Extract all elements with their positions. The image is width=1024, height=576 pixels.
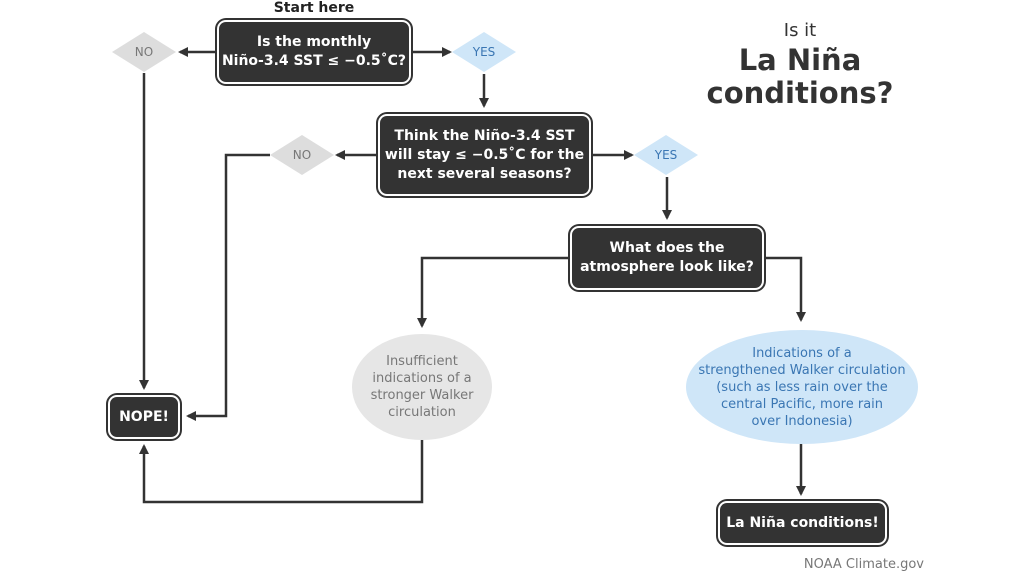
title-main-line2: conditions? <box>706 76 894 110</box>
credit-text: NOAA Climate.gov <box>803 557 924 572</box>
question-atmosphere-text: What does the atmosphere look like? <box>580 240 754 275</box>
page-title: Is it La Niña conditions? <box>700 18 900 110</box>
insufficient-walker-text: Insufficient indications of a stronger W… <box>370 354 474 420</box>
arrow-no2-to-nope <box>186 153 270 421</box>
strengthened-walker-node: Indications of a strengthened Walker cir… <box>686 330 918 444</box>
la-nina-outcome-text: La Niña conditions! <box>726 514 879 531</box>
start-here-label: Start here <box>273 0 355 16</box>
nope-outcome: NOPE! <box>110 397 178 437</box>
yes1-diamond <box>452 32 516 72</box>
arrow-q3-to-indications <box>764 256 806 322</box>
strengthened-walker-text: Indications of a strengthened Walker cir… <box>698 345 906 429</box>
question-sst-persist-text: Think the Niño-3.4 SST will stay ≤ −0.5˚… <box>384 127 585 182</box>
yes2-diamond <box>634 135 698 175</box>
question-monthly-sst-text: Is the monthly Niño-3.4 SST ≤ −0.5˚C? <box>221 34 407 69</box>
no1-diamond <box>112 32 176 72</box>
title-main-line1: La Niña <box>738 43 862 77</box>
no2-diamond <box>270 135 334 175</box>
title-prefix: Is it <box>783 20 817 41</box>
nope-outcome-text: NOPE! <box>119 408 169 425</box>
question-atmosphere: What does the atmosphere look like? <box>572 228 762 288</box>
insufficient-walker-node: Insufficient indications of a stronger W… <box>352 334 492 440</box>
arrow-insufficient-to-nope <box>139 440 424 504</box>
question-monthly-sst: Is the monthly Niño-3.4 SST ≤ −0.5˚C? <box>219 22 409 82</box>
question-sst-persist: Think the Niño-3.4 SST will stay ≤ −0.5˚… <box>380 116 589 194</box>
la-nina-outcome: La Niña conditions! <box>720 503 885 543</box>
arrow-q3-to-insufficient <box>417 256 570 328</box>
